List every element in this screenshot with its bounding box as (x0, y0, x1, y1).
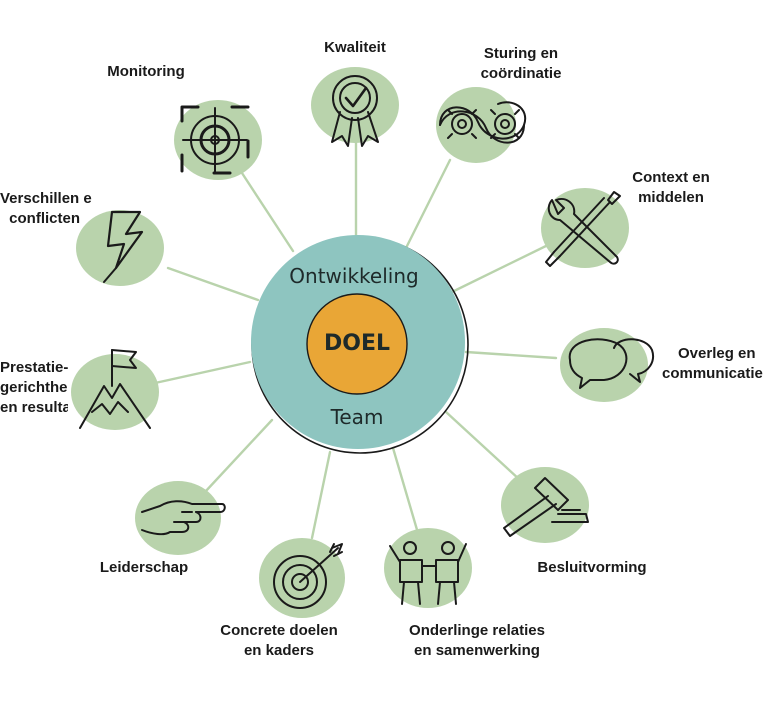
label-prestatie: Prestatie- gerichtheid en resultaat (0, 358, 68, 418)
label-leiderschap: Leiderschap (88, 558, 200, 578)
label-kwaliteit: Kwaliteit (305, 38, 405, 58)
blob-leiderschap (135, 481, 221, 555)
label-relaties: Onderlinge relaties en samenwerking (392, 621, 562, 661)
wrench-screwdriver-icon (545, 191, 621, 267)
spoke-context (450, 243, 550, 294)
label-line: coördinatie (480, 65, 562, 82)
spoke-sturing (403, 158, 452, 252)
label-line: en kaders (243, 642, 315, 659)
spoke-doelen (310, 450, 332, 540)
label-line: gerichtheid (0, 379, 68, 396)
center-top-text: Ontwikkeling (289, 264, 419, 288)
core-circle (306, 293, 408, 395)
label-line: Leiderschap (99, 559, 189, 576)
pointing-hand-icon (141, 500, 226, 536)
spoke-prestatie (153, 360, 252, 385)
label-line: Concrete doelen (220, 622, 338, 639)
label-conflicten: Verschillen en conflicten (0, 189, 92, 229)
spoke-relaties (391, 446, 422, 542)
gears-cycle-icon (439, 101, 527, 144)
blob-overleg (560, 328, 648, 402)
label-overleg: Overleg en communicatie (662, 344, 768, 384)
label-line: middelen (638, 189, 704, 206)
label-line: Overleg en (678, 345, 756, 362)
label-line: Monitoring (107, 63, 185, 80)
label-line: en samenwerking (414, 642, 540, 659)
label-monitoring: Monitoring (96, 62, 196, 82)
spoke-leiderschap (203, 418, 274, 494)
label-line: Context en (632, 169, 710, 186)
lightning-icon (103, 210, 144, 283)
label-line: Onderlinge relaties (409, 622, 545, 639)
spoke-besluit (444, 410, 522, 482)
icon-blobs (71, 67, 648, 618)
target-crosshair-icon (180, 105, 250, 175)
spoke-conflicten (166, 266, 260, 302)
blob-besluit (501, 467, 589, 543)
label-sturing: Sturing en coördinatie (462, 44, 580, 84)
gavel-icon (503, 477, 589, 537)
spoke-monitoring (238, 168, 295, 253)
spokes (153, 138, 558, 542)
label-line: Kwaliteit (324, 39, 386, 56)
label-line: Sturing en (483, 45, 559, 62)
label-line: communicatie (662, 365, 763, 382)
label-context: Context en middelen (612, 168, 730, 208)
blob-relaties (384, 528, 472, 608)
award-rosette-icon (331, 75, 379, 147)
speech-bubbles-icon (568, 338, 654, 389)
puzzle-people-icon (389, 541, 467, 605)
label-besluit: Besluitvorming (522, 558, 662, 578)
spoke-overleg (464, 350, 558, 360)
blob-sturing (436, 87, 516, 163)
center-bottom-text: Team (330, 405, 384, 429)
label-doelen: Concrete doelen en kaders (204, 621, 354, 661)
label-line: en resultaat (0, 399, 68, 416)
core-text: DOEL (323, 331, 390, 356)
label-line: Besluitvorming (537, 559, 647, 576)
label-line: conflicten (9, 210, 80, 227)
mountain-flag-icon (79, 349, 151, 429)
center-group (251, 235, 469, 454)
arrow-bullseye-icon (273, 543, 343, 609)
label-line: Prestatie- (0, 359, 68, 376)
label-line: Verschillen en (0, 190, 92, 207)
blob-conflicten (76, 210, 164, 286)
